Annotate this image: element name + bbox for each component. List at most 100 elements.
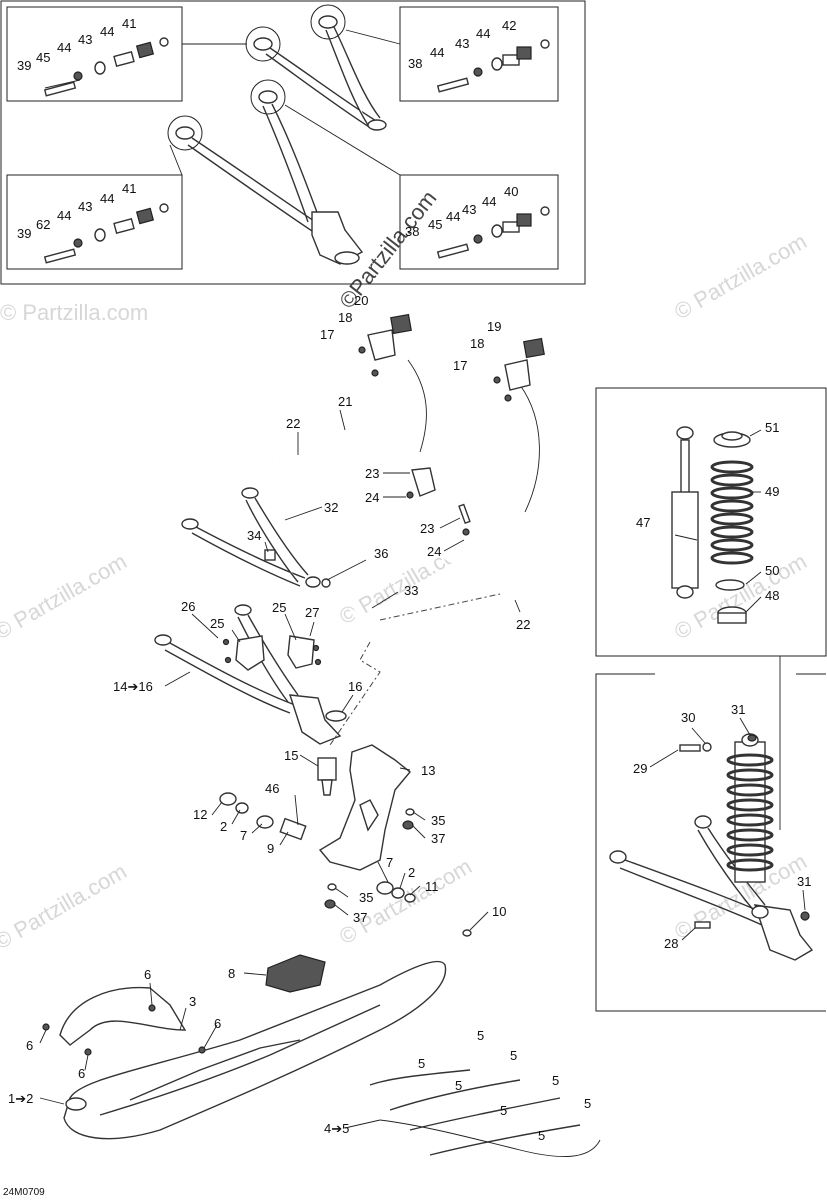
callout-47: 47 [636,515,650,530]
callout-21: 21 [338,394,352,409]
callout-17: 17 [453,358,467,373]
callout-2: 2 [220,819,227,834]
bushing-assembly-top-left [43,37,169,97]
upper-frame-section [0,0,586,285]
callout-49: 49 [765,484,779,499]
callout-25: 25 [272,600,286,615]
callout-6: 6 [144,967,151,982]
lower-a-arm-assembly [154,604,347,745]
callout-18: 18 [470,336,484,351]
callout-11: 11 [425,879,439,894]
callout-6: 6 [214,1016,221,1031]
watermark: © Partzilla.com [0,300,148,325]
callout-17: 17 [320,327,334,342]
callout-26: 26 [181,599,195,614]
callout-3: 3 [189,994,196,1009]
callout-41: 41 [122,16,136,31]
callout-38: 38 [405,224,419,239]
ski-assembly [42,954,601,1158]
callout-44: 44 [476,26,490,41]
callout-9: 9 [267,841,274,856]
callout-44: 44 [57,208,71,223]
spindle-assembly [219,744,472,937]
callout-24: 24 [427,544,441,559]
callout-44: 44 [57,40,71,55]
upper-frame [0,0,586,285]
callout-14-16: 14➔16 [113,679,153,694]
callout-51: 51 [765,420,779,435]
callout-44: 44 [430,45,444,60]
shock-detail-box [595,387,827,657]
callout-43: 43 [462,202,476,217]
callout-22: 22 [286,416,300,431]
callout-28: 28 [664,936,678,951]
upper-a-arm-assembly [181,487,321,588]
callout-5: 5 [477,1028,484,1043]
callout-43: 43 [78,199,92,214]
callout-7: 7 [240,828,247,843]
callout-23: 23 [365,466,379,481]
shock-assembly-box [595,656,826,1012]
callout-36: 36 [374,546,388,561]
callout-48: 48 [765,588,779,603]
detail-box-bottom-left [6,174,183,270]
watermark: © Partzilla.com [0,859,131,955]
callout-40: 40 [504,184,518,199]
callout-46: 46 [265,781,279,796]
callout-37: 37 [353,910,367,925]
callout-16: 16 [348,679,362,694]
shock-assembly-frame [595,673,826,1012]
callout-6: 6 [78,1066,85,1081]
callout-25: 25 [210,616,224,631]
callout-62: 62 [36,217,50,232]
callout-43: 43 [78,32,92,47]
callout-35: 35 [431,813,445,828]
callout-44: 44 [446,209,460,224]
callout-5: 5 [500,1103,507,1118]
watermark: © Partzilla.com [0,549,131,645]
watermark: © Partzilla.com [670,229,811,325]
callout-39: 39 [17,58,31,73]
callout-41: 41 [122,181,136,196]
callout-44: 44 [100,191,114,206]
detail-box-top-left [6,6,183,102]
callout-5: 5 [584,1096,591,1111]
callout-23: 23 [420,521,434,536]
bushing-assembly-top-right [436,39,550,93]
detail-box-top-right [399,6,559,102]
callout-2: 2 [408,865,415,880]
callout-43: 43 [455,36,469,51]
callout-10: 10 [492,904,506,919]
callout-42: 42 [502,18,516,33]
bushing-assembly-bottom-right [436,206,550,259]
callout-22: 22 [516,617,530,632]
callout-29: 29 [633,761,647,776]
callout-12: 12 [193,807,207,822]
callout-5: 5 [538,1128,545,1143]
callout-1-2: 1➔2 [8,1091,33,1106]
callout-19: 19 [487,319,501,334]
callout-5: 5 [510,1048,517,1063]
callout-8: 8 [228,966,235,981]
callout-30: 30 [681,710,695,725]
lower-a-arm [167,79,364,265]
diagram-code: 24M0709 [3,1187,45,1198]
sway-bar [279,313,560,595]
callout-44: 44 [100,24,114,39]
callout-33: 33 [404,583,418,598]
callout-labels: 41 44 43 44 45 39 42 44 43 44 38 41 44 4… [3,16,811,1198]
callout-50: 50 [765,563,779,578]
callout-31: 31 [731,702,745,717]
leader-lines [39,409,806,1129]
bushing-assembly-bottom-left [43,203,169,264]
callout-15: 15 [284,748,298,763]
callout-27: 27 [305,605,319,620]
callout-39: 39 [17,226,31,241]
callout-5: 5 [455,1078,462,1093]
callout-35: 35 [359,890,373,905]
callout-34: 34 [247,528,261,543]
callout-44: 44 [482,194,496,209]
callout-24: 24 [365,490,379,505]
detail-box-bottom-right [399,174,559,270]
callout-37: 37 [431,831,445,846]
